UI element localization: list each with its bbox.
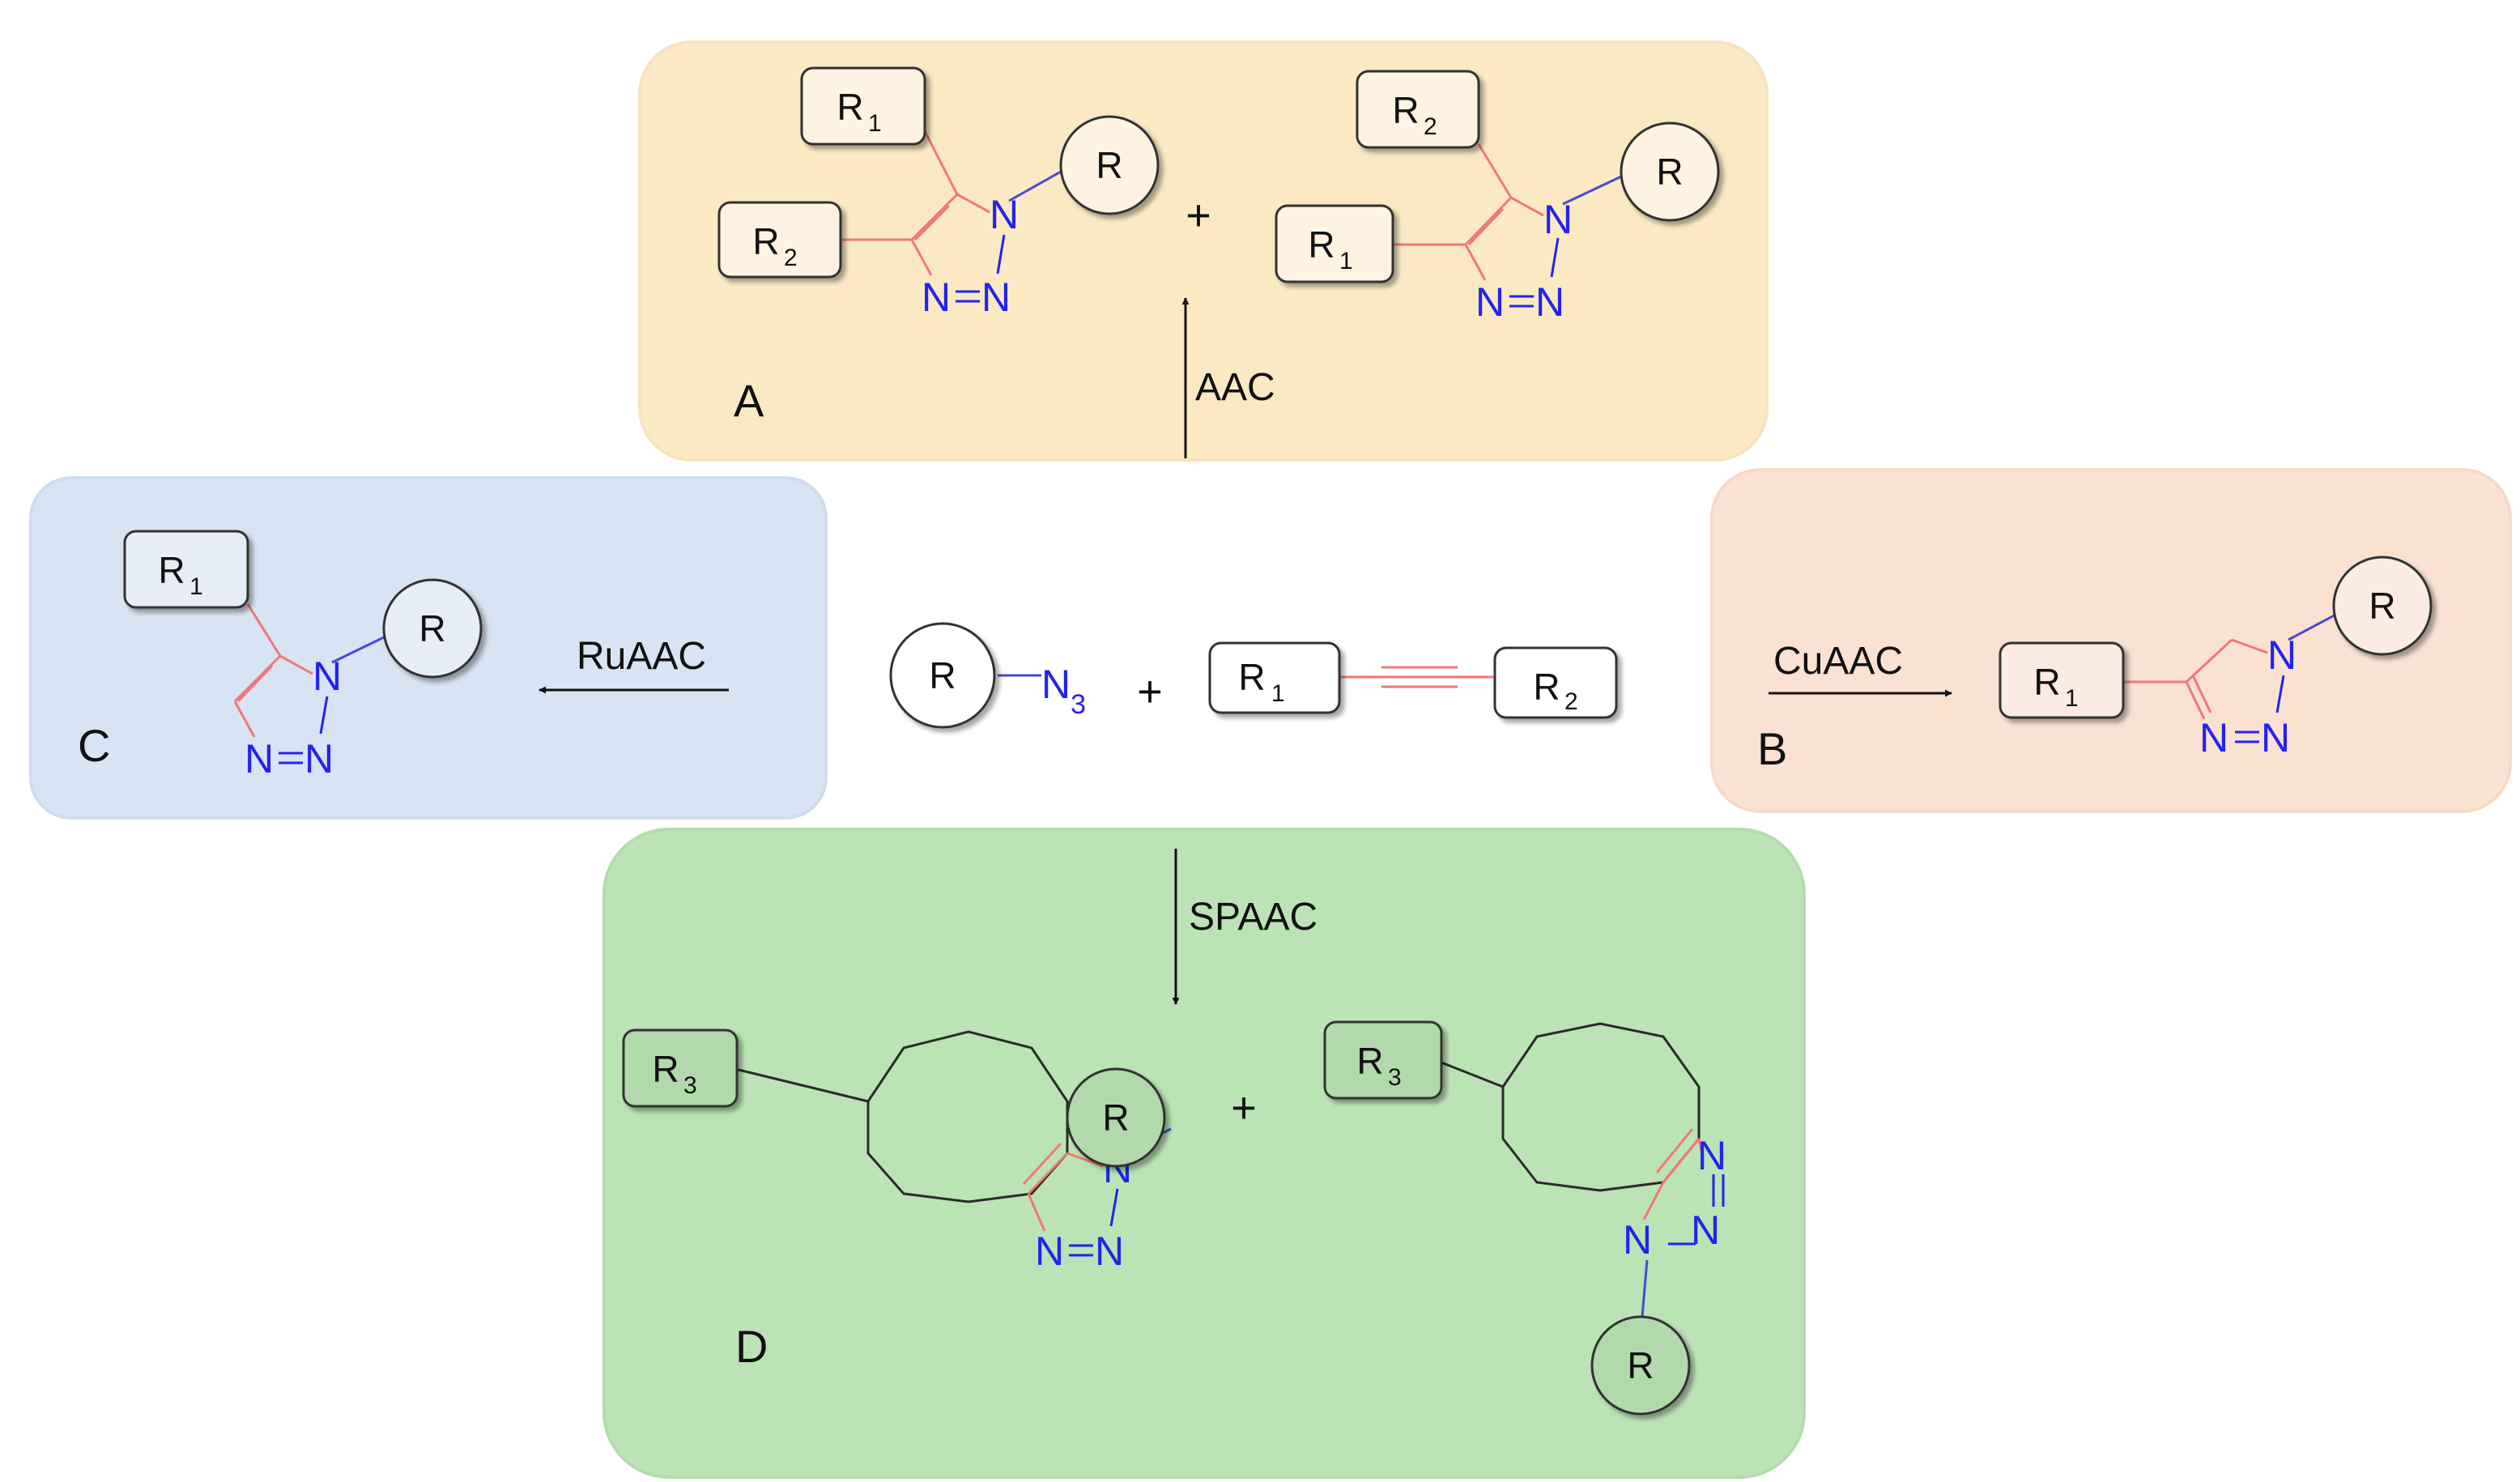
ruaac-label: RuAAC [577, 635, 706, 678]
svg-text:R: R [1308, 224, 1334, 266]
svg-text:R: R [1392, 89, 1419, 131]
cuaac-arrow: CuAAC [1769, 640, 1952, 697]
nitrogen-2: N [304, 736, 334, 781]
nitrogen-3: N [922, 275, 951, 320]
nitrogen-2: N [981, 275, 1011, 320]
r2-box: R 2 [1356, 70, 1480, 149]
svg-text:1: 1 [868, 110, 882, 137]
r2-box: R 2 [1493, 646, 1618, 719]
nitrogen-3: N [1035, 1229, 1064, 1274]
ruaac-arrow: RuAAC [538, 635, 729, 694]
panel-d-product-1: N N N R 3 R [622, 1028, 1172, 1274]
svg-text:R: R [1102, 1097, 1129, 1139]
svg-text:R: R [752, 220, 779, 262]
plus-sign: + [1137, 667, 1163, 716]
svg-text:1: 1 [2065, 685, 2079, 712]
panel-b-label: B [1757, 723, 1787, 774]
svg-text:2: 2 [784, 245, 798, 271]
panel-d-product-2: N N N R 3 R [1323, 1020, 1726, 1416]
nitrogen-2: N [2261, 715, 2290, 760]
svg-text:R: R [1096, 144, 1122, 186]
svg-text:1: 1 [189, 573, 203, 600]
svg-text:3: 3 [1388, 1064, 1402, 1091]
nitrogen-1: N [1697, 1133, 1726, 1178]
nitrogen-3: N [1623, 1217, 1652, 1263]
svg-text:R: R [2369, 585, 2395, 627]
spaac-arrow: SPAAC [1172, 849, 1317, 1005]
nitrogen-1: N [2267, 632, 2297, 678]
svg-text:R: R [652, 1048, 679, 1090]
r1-box: R 1 [123, 530, 249, 609]
plus-sign: + [1231, 1084, 1257, 1132]
nitrogen-2: N [1535, 279, 1564, 325]
panel-a [638, 40, 1769, 462]
svg-text:1: 1 [1271, 680, 1285, 707]
plus-sign: + [1186, 191, 1211, 240]
panel-d-label: D [735, 1321, 768, 1372]
nitrogen-1: N [990, 192, 1019, 237]
panel-c-label: C [78, 720, 110, 771]
r-group-circle: R [382, 578, 483, 679]
svg-text:3: 3 [683, 1072, 697, 1099]
panel-c-product: N N N R 1 R [123, 530, 483, 781]
nitrogen-1: N [1543, 197, 1573, 242]
svg-text:R: R [929, 654, 956, 696]
r3-box: R 3 [622, 1028, 739, 1108]
nitrogen-3: N [1475, 279, 1505, 325]
nitrogen-3: N [2199, 715, 2228, 760]
spaac-label: SPAAC [1189, 896, 1317, 939]
cuaac-label: CuAAC [1773, 640, 1903, 683]
panel-b [1710, 468, 2512, 813]
panel-a-label: A [734, 375, 764, 426]
nitrogen-3: N [245, 736, 274, 781]
svg-text:R: R [1356, 1040, 1383, 1082]
svg-text:R: R [1656, 151, 1683, 193]
svg-text:R: R [836, 86, 863, 128]
svg-text:R: R [1533, 666, 1560, 708]
svg-text:R: R [419, 607, 445, 649]
r-group-circle: R [1059, 115, 1160, 215]
r-group-circle: R [889, 622, 996, 729]
panel-a-product-1: N N N R 1 R 2 R [717, 66, 1160, 320]
svg-text:1: 1 [1339, 248, 1353, 275]
r-group-circle: R [1066, 1067, 1166, 1168]
nitrogen-2: N [1691, 1207, 1720, 1253]
r1-box: R 1 [800, 66, 926, 146]
svg-text:R: R [2033, 661, 2060, 703]
r1-box: R 1 [1999, 641, 2125, 719]
svg-text:2: 2 [1564, 688, 1578, 715]
aac-label: AAC [1195, 366, 1275, 409]
r1-box: R 1 [1208, 641, 1341, 714]
r2-box: R 2 [717, 201, 842, 279]
svg-text:R: R [1627, 1344, 1654, 1386]
r-group-circle: R [1620, 121, 1720, 222]
svg-text:2: 2 [1424, 113, 1437, 140]
nitrogen-2: N [1095, 1229, 1124, 1274]
panel-a-product-2: N N N R 2 R 1 R [1275, 70, 1720, 325]
r3-box: R 3 [1323, 1020, 1443, 1100]
r-group-circle: R [2332, 556, 2433, 656]
svg-text:R: R [1238, 656, 1265, 698]
svg-text:R: R [158, 549, 185, 591]
reactants: R N3 + R 1 R 2 [889, 622, 1618, 729]
r1-box: R 1 [1275, 204, 1394, 283]
aac-arrow: AAC [1181, 297, 1275, 458]
panel-d [602, 828, 1806, 1479]
r-group-circle: R [1590, 1315, 1691, 1416]
azide-label: N3 [1041, 662, 1086, 720]
nitrogen-1: N [313, 654, 342, 699]
panel-b-product: N N N R 1 R [1999, 556, 2433, 760]
